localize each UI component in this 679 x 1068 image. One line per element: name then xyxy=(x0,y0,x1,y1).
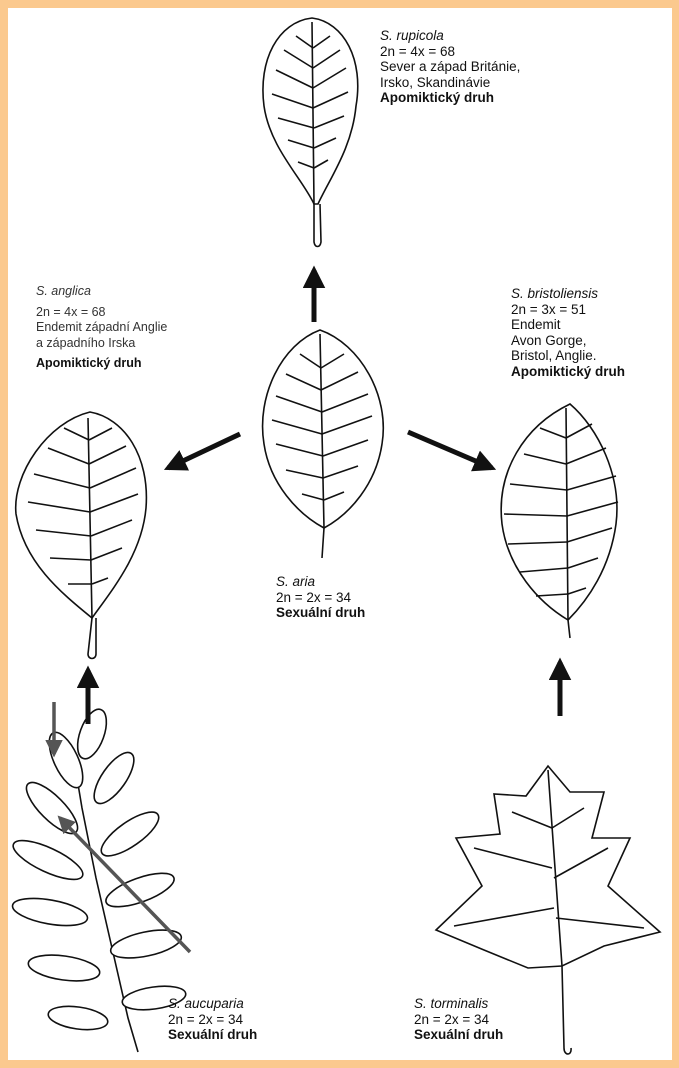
label-torminalis: S. torminalis 2n = 2x = 34 Sexuální druh xyxy=(414,996,503,1043)
rupicola-chromosomes: 2n = 4x = 68 xyxy=(380,44,520,60)
aria-chromosomes: 2n = 2x = 34 xyxy=(276,590,365,606)
bristoliensis-name: S. bristoliensis xyxy=(511,286,625,302)
bristoliensis-distribution-2: Avon Gorge, xyxy=(511,333,625,349)
label-rupicola: S. rupicola 2n = 4x = 68 Sever a západ B… xyxy=(380,28,520,106)
anglica-chromosomes: 2n = 4x = 68 xyxy=(36,305,167,321)
arrow-aria-to-bristoliensis xyxy=(408,432,492,468)
aucuparia-chromosomes: 2n = 2x = 34 xyxy=(168,1012,257,1028)
bristoliensis-type: Apomiktický druh xyxy=(511,364,625,380)
leaf-aria xyxy=(263,330,384,558)
anglica-distribution-2: a západního Irska xyxy=(36,336,167,352)
rupicola-distribution-2: Irsko, Skandinávie xyxy=(380,75,520,91)
label-aucuparia: S. aucuparia 2n = 2x = 34 Sexuální druh xyxy=(168,996,257,1043)
anglica-type: Apomiktický druh xyxy=(36,356,167,372)
bristoliensis-distribution-1: Endemit xyxy=(511,317,625,333)
diagram-canvas: S. rupicola 2n = 4x = 68 Sever a západ B… xyxy=(8,8,672,1060)
leaf-rupicola xyxy=(263,18,358,247)
label-anglica: S. anglica 2n = 4x = 68 Endemit západní … xyxy=(36,284,167,372)
anglica-distribution-1: Endemit západní Anglie xyxy=(36,320,167,336)
aria-name: S. aria xyxy=(276,574,365,590)
bristoliensis-distribution-3: Bristol, Anglie. xyxy=(511,348,625,364)
rupicola-name: S. rupicola xyxy=(380,28,520,44)
torminalis-chromosomes: 2n = 2x = 34 xyxy=(414,1012,503,1028)
label-aria: S. aria 2n = 2x = 34 Sexuální druh xyxy=(276,574,365,621)
aucuparia-name: S. aucuparia xyxy=(168,996,257,1012)
aria-type: Sexuální druh xyxy=(276,605,365,621)
bristoliensis-chromosomes: 2n = 3x = 51 xyxy=(511,302,625,318)
rupicola-type: Apomiktický druh xyxy=(380,90,520,106)
label-bristoliensis: S. bristoliensis 2n = 3x = 51 Endemit Av… xyxy=(511,286,625,379)
aucuparia-type: Sexuální druh xyxy=(168,1027,257,1043)
torminalis-name: S. torminalis xyxy=(414,996,503,1012)
anglica-name: S. anglica xyxy=(36,284,167,300)
leaf-anglica xyxy=(16,412,147,659)
arrow-aria-to-anglica xyxy=(168,434,240,468)
rupicola-distribution-1: Sever a západ Británie, xyxy=(380,59,520,75)
torminalis-type: Sexuální druh xyxy=(414,1027,503,1043)
leaf-bristoliensis xyxy=(501,404,618,638)
diagram-graphics xyxy=(8,8,672,1060)
leaf-aucuparia xyxy=(8,705,187,1052)
